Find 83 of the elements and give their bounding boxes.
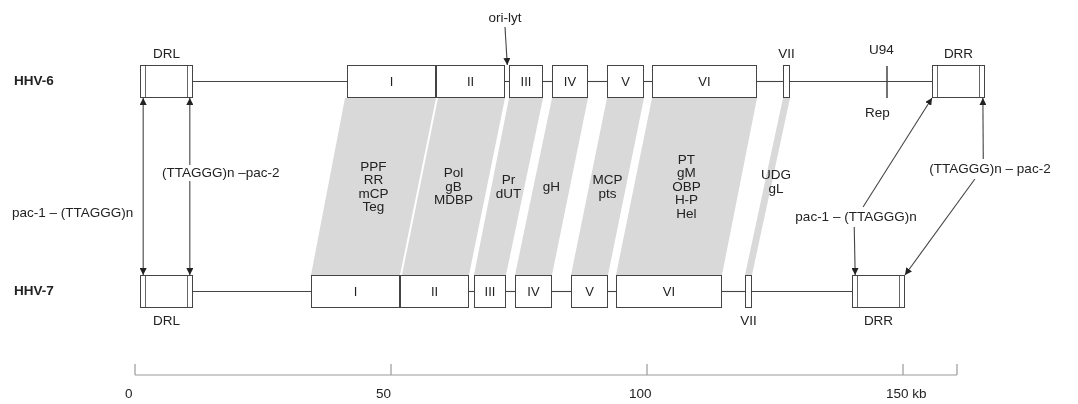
site-label: ori-lyt bbox=[478, 9, 532, 27]
block-label: III bbox=[484, 285, 496, 298]
edge-label: pac-1 – (TTAGGG)n bbox=[12, 205, 134, 221]
block-label: II bbox=[430, 285, 439, 298]
block-label: V bbox=[585, 285, 594, 298]
gene-name: gL bbox=[768, 181, 784, 195]
arrow bbox=[186, 97, 194, 276]
gene-name: Pr bbox=[501, 173, 516, 187]
gene-name: gM bbox=[677, 166, 696, 180]
region-label: VII bbox=[777, 47, 796, 61]
gene-name: Pol bbox=[443, 166, 464, 180]
region-label: DRL bbox=[152, 314, 181, 328]
site-label: (TTAGGG)n – pac-2 bbox=[906, 159, 1074, 179]
block-label: VI bbox=[662, 285, 676, 298]
genome-label: HHV-6 bbox=[14, 74, 54, 88]
gene-name: OBP bbox=[672, 179, 701, 194]
genome-line bbox=[468, 290, 475, 293]
gene-block bbox=[311, 275, 400, 308]
genome-line bbox=[505, 290, 516, 293]
scale-label: 50 bbox=[376, 387, 392, 401]
gene-name: PT bbox=[677, 152, 696, 167]
arrow bbox=[503, 26, 511, 66]
block-label: II bbox=[466, 75, 475, 88]
genome-line bbox=[789, 80, 933, 83]
scale-label: 100 bbox=[629, 387, 652, 401]
site-label: pac-1 – (TTAGGG)n bbox=[768, 207, 944, 227]
block-label: VI bbox=[698, 75, 711, 88]
genome-line bbox=[587, 80, 608, 83]
gene-block bbox=[652, 65, 757, 98]
genome-line bbox=[756, 80, 784, 83]
gene-block bbox=[616, 275, 722, 308]
gene-block bbox=[552, 65, 588, 98]
genome-line bbox=[643, 80, 653, 83]
block-label: IV bbox=[563, 75, 577, 88]
genome-line bbox=[504, 80, 510, 83]
scale-label: 0 bbox=[125, 387, 133, 401]
genome-line bbox=[607, 290, 617, 293]
gene-label: Rep bbox=[865, 106, 890, 120]
arrow bbox=[862, 97, 933, 208]
gene-name: Hel bbox=[676, 206, 697, 221]
genome-label: HHV-7 bbox=[14, 284, 54, 298]
block-label: I bbox=[353, 285, 358, 298]
region-label: DRR bbox=[862, 314, 895, 328]
gene-name: gH bbox=[542, 179, 561, 194]
genome-line bbox=[721, 290, 746, 293]
gene-name: dUT bbox=[495, 186, 522, 200]
arrow bbox=[904, 178, 976, 276]
gene-block bbox=[509, 65, 543, 98]
gene-name: MDBP bbox=[434, 193, 473, 207]
genome-line bbox=[551, 290, 572, 293]
block-label: I bbox=[389, 75, 394, 88]
genome-line bbox=[192, 290, 312, 293]
region-label: DRR bbox=[942, 47, 975, 61]
block-label: IV bbox=[527, 285, 540, 298]
arrow bbox=[979, 97, 987, 160]
genome-line bbox=[192, 80, 348, 83]
gene-label: U94 bbox=[869, 43, 894, 57]
gene-block bbox=[474, 275, 506, 308]
arrow bbox=[851, 226, 859, 276]
gene-name: MCP bbox=[592, 173, 623, 187]
gene-block bbox=[400, 275, 469, 308]
gene-block bbox=[436, 65, 505, 98]
gene-name: UDG bbox=[761, 168, 791, 182]
gene-block bbox=[607, 65, 644, 98]
region-label: DRL bbox=[152, 47, 181, 61]
edge-label: (TTAGGG)n –pac-2 bbox=[162, 165, 280, 181]
block-label: V bbox=[621, 75, 630, 88]
gene-name: H-P bbox=[674, 193, 699, 207]
genome-line bbox=[751, 290, 853, 293]
scale-label: 150 kb bbox=[886, 387, 927, 401]
gene-block bbox=[347, 65, 436, 98]
region-label: VII bbox=[739, 314, 758, 328]
gene-name: mCP bbox=[358, 186, 389, 200]
genome-line bbox=[542, 80, 553, 83]
gene-name: gB bbox=[445, 179, 462, 194]
block-label: III bbox=[520, 75, 532, 88]
gene-name: pts bbox=[598, 186, 617, 200]
gene-name: RR bbox=[363, 173, 384, 187]
gene-block bbox=[571, 275, 608, 308]
gene-block bbox=[515, 275, 552, 308]
arrow bbox=[139, 97, 147, 276]
gene-name: Teg bbox=[362, 200, 385, 214]
gene-name: PPF bbox=[360, 159, 387, 173]
